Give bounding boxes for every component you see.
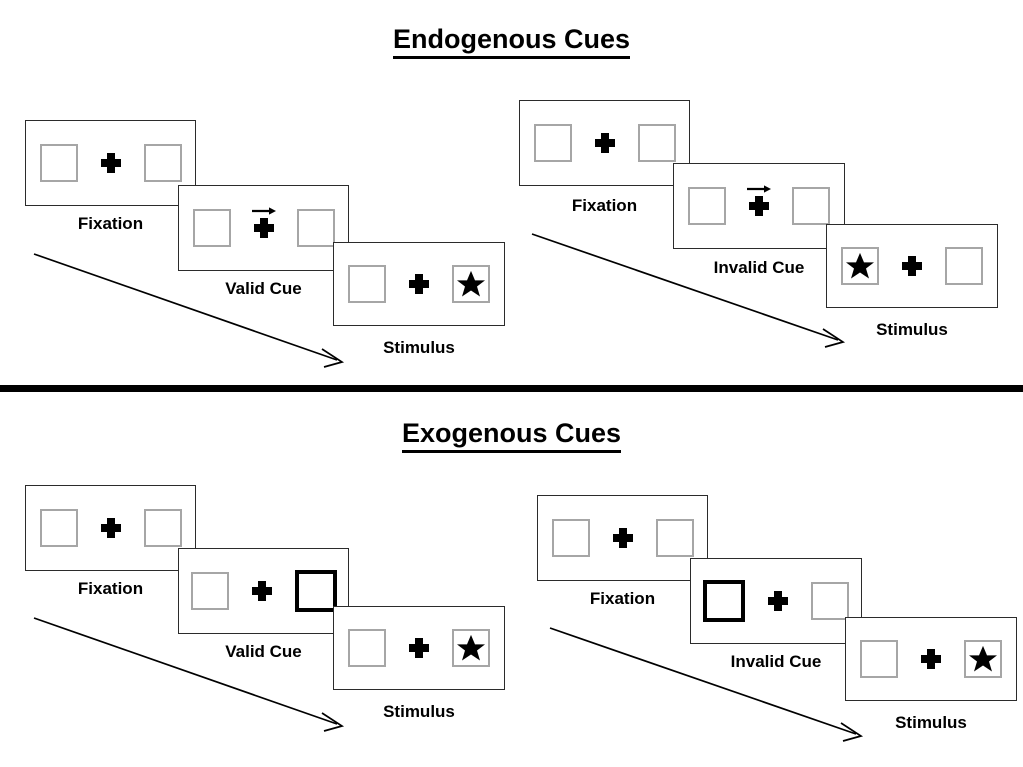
fixation-cross-cell bbox=[590, 121, 620, 165]
fixation-cross-cell bbox=[96, 141, 126, 185]
star-target-icon bbox=[846, 252, 874, 279]
placeholder-box-left bbox=[39, 509, 78, 547]
time-arrow-endogenous-valid bbox=[33, 253, 345, 368]
panel-exogenous-invalid-cue[interactable] bbox=[690, 558, 862, 644]
fixation-cross-icon bbox=[767, 590, 789, 612]
panel-endogenous-valid-stimulus[interactable] bbox=[333, 242, 505, 326]
placeholder-box-right bbox=[296, 209, 335, 247]
panel-endogenous-valid-fixation[interactable] bbox=[25, 120, 196, 206]
fixation-cross-icon bbox=[612, 527, 634, 549]
placeholder-box-left bbox=[192, 209, 231, 247]
endogenous-section-title: Endogenous Cues bbox=[0, 24, 1023, 59]
fixation-cross-cell bbox=[608, 516, 638, 560]
fixation-cross-cell bbox=[916, 637, 946, 681]
fixation-cross-cell bbox=[897, 244, 927, 288]
panel-exogenous-valid-fixation[interactable] bbox=[25, 485, 196, 571]
placeholder-box-left bbox=[860, 640, 898, 678]
arrow-right-cue-icon bbox=[747, 185, 771, 193]
fixation-cross-icon bbox=[100, 517, 122, 539]
fixation-cross-icon bbox=[594, 132, 616, 154]
panel-endogenous-valid-cue[interactable] bbox=[178, 185, 349, 271]
placeholder-box-left bbox=[688, 187, 726, 225]
caption-exogenous-invalid-stimulus: Stimulus bbox=[895, 713, 967, 732]
fixation-cross-icon bbox=[408, 637, 430, 659]
fixation-cross-cell bbox=[249, 206, 279, 250]
fixation-cross-cell bbox=[744, 184, 774, 228]
target-box-right bbox=[452, 265, 490, 303]
placeholder-box-right bbox=[143, 144, 182, 182]
panel-endogenous-invalid-cue[interactable] bbox=[673, 163, 845, 249]
time-arrow-exogenous-valid bbox=[33, 617, 345, 732]
placeholder-box-left bbox=[348, 629, 386, 667]
caption-exogenous-valid-fixation: Fixation bbox=[77, 579, 144, 598]
cued-box-left bbox=[703, 580, 745, 622]
placeholder-box-right bbox=[811, 582, 849, 620]
fixation-cross-cell bbox=[247, 569, 277, 613]
fixation-cross-icon bbox=[253, 217, 275, 239]
cued-box-right bbox=[294, 570, 337, 612]
fixation-cross-icon bbox=[251, 580, 273, 602]
caption-endogenous-invalid-stimulus: Stimulus bbox=[876, 320, 948, 339]
fixation-cross-icon bbox=[408, 273, 430, 295]
caption-endogenous-valid-cue: Valid Cue bbox=[225, 279, 302, 298]
placeholder-box-right bbox=[637, 124, 676, 162]
panel-exogenous-invalid-stimulus[interactable] bbox=[845, 617, 1017, 701]
exogenous-title-text: Exogenous Cues bbox=[401, 418, 622, 453]
fixation-cross-icon bbox=[100, 152, 122, 174]
placeholder-box-left bbox=[551, 519, 590, 557]
placeholder-box-left bbox=[39, 144, 78, 182]
target-box-right bbox=[452, 629, 490, 667]
placeholder-box-right bbox=[945, 247, 983, 285]
time-arrow-exogenous-invalid bbox=[549, 627, 864, 742]
section-divider bbox=[0, 385, 1023, 392]
target-box-right bbox=[964, 640, 1002, 678]
placeholder-box-right bbox=[792, 187, 830, 225]
panel-endogenous-invalid-stimulus[interactable] bbox=[826, 224, 998, 308]
caption-endogenous-invalid-fixation: Fixation bbox=[571, 196, 638, 215]
endogenous-title-text: Endogenous Cues bbox=[392, 24, 630, 59]
caption-exogenous-invalid-fixation: Fixation bbox=[589, 589, 656, 608]
placeholder-box-left bbox=[533, 124, 572, 162]
caption-endogenous-invalid-cue: Invalid Cue bbox=[713, 258, 805, 277]
caption-exogenous-valid-cue: Valid Cue bbox=[225, 642, 302, 661]
star-target-icon bbox=[457, 634, 485, 661]
fixation-cross-cell bbox=[763, 579, 793, 623]
placeholder-box-left bbox=[190, 572, 229, 610]
panel-endogenous-invalid-fixation[interactable] bbox=[519, 100, 690, 186]
caption-endogenous-valid-stimulus: Stimulus bbox=[383, 338, 455, 357]
fixation-cross-cell bbox=[404, 262, 434, 306]
star-target-icon bbox=[969, 645, 997, 672]
fixation-cross-icon bbox=[748, 195, 770, 217]
placeholder-box-right bbox=[143, 509, 182, 547]
placeholder-box-right bbox=[655, 519, 694, 557]
fixation-cross-cell bbox=[96, 506, 126, 550]
caption-endogenous-valid-fixation: Fixation bbox=[77, 214, 144, 233]
caption-exogenous-invalid-cue: Invalid Cue bbox=[730, 652, 822, 671]
time-arrow-endogenous-invalid bbox=[531, 233, 846, 348]
arrow-right-cue-icon bbox=[251, 207, 276, 215]
panel-exogenous-valid-cue[interactable] bbox=[178, 548, 349, 634]
target-box-left bbox=[841, 247, 879, 285]
fixation-cross-icon bbox=[920, 648, 942, 670]
fixation-cross-icon bbox=[901, 255, 923, 277]
panel-exogenous-valid-stimulus[interactable] bbox=[333, 606, 505, 690]
caption-exogenous-valid-stimulus: Stimulus bbox=[383, 702, 455, 721]
placeholder-box-left bbox=[348, 265, 386, 303]
exogenous-section-title: Exogenous Cues bbox=[0, 418, 1023, 453]
fixation-cross-cell bbox=[404, 626, 434, 670]
panel-exogenous-invalid-fixation[interactable] bbox=[537, 495, 708, 581]
star-target-icon bbox=[457, 270, 485, 297]
